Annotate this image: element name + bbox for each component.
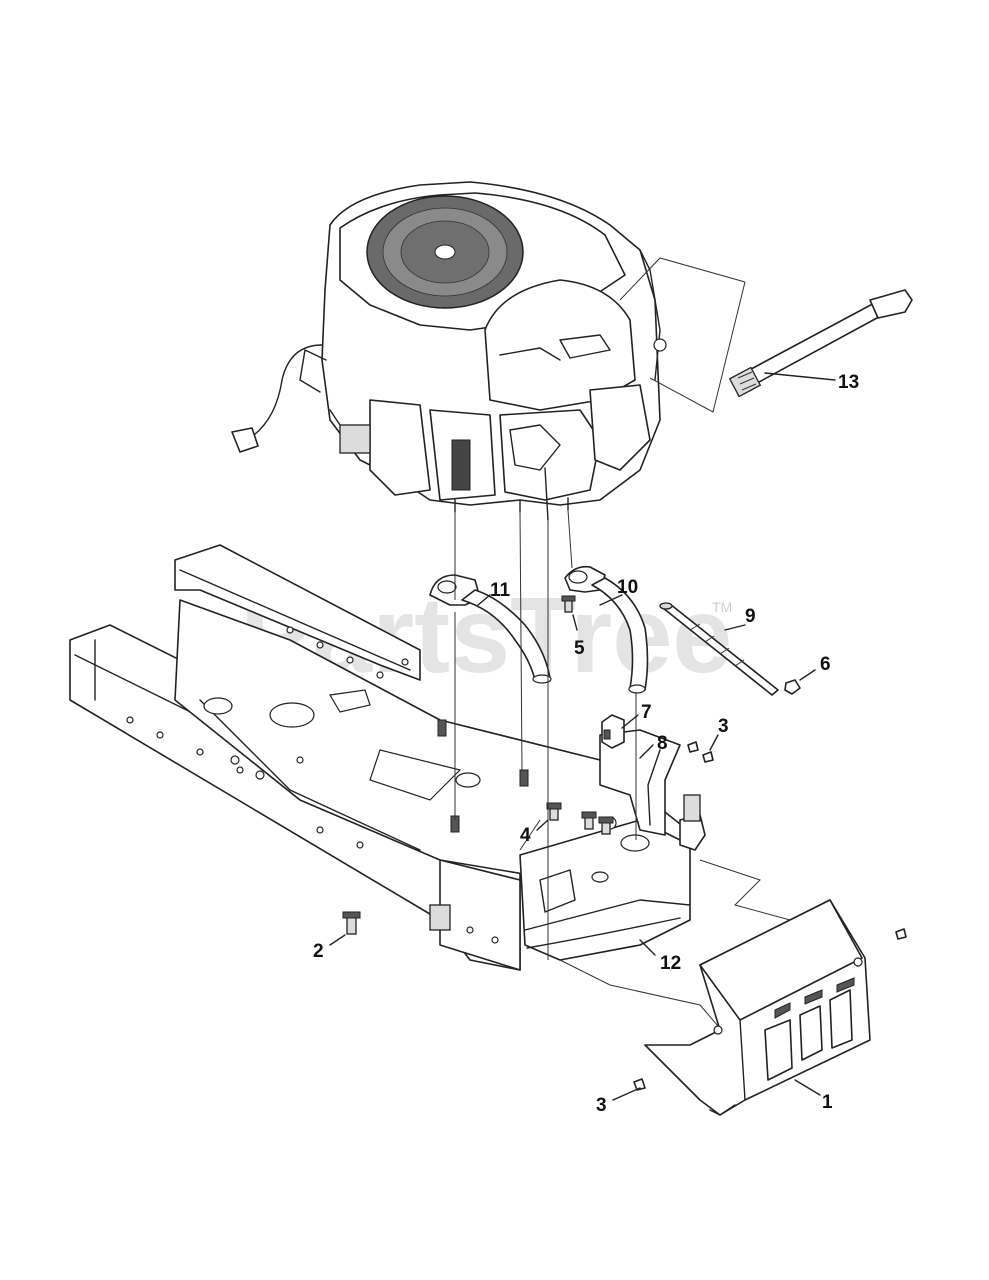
exhaust-pipe-right[interactable] [564, 565, 649, 694]
guide-line-dipstick [619, 257, 746, 413]
callout-7: 7 [641, 702, 652, 723]
tractor-frame[interactable] [69, 544, 701, 971]
muffler-rod[interactable] [659, 602, 779, 696]
callout-3-lower: 3 [596, 1095, 607, 1116]
hex-nut[interactable] [784, 679, 801, 695]
callout-13: 13 [838, 372, 859, 393]
screw-3-upper[interactable] [687, 741, 714, 763]
retaining-clip[interactable] [601, 714, 625, 749]
callout-2: 2 [313, 941, 324, 962]
callout-labels: 1 2 3 3 4 5 6 7 8 9 10 11 12 13 [313, 372, 859, 1116]
callout-9: 9 [745, 606, 756, 627]
callout-3-upper: 3 [718, 716, 729, 737]
dipstick-tube[interactable] [728, 289, 913, 398]
callout-10: 10 [617, 577, 638, 598]
front-shield[interactable] [644, 899, 871, 1116]
screw-3-lower[interactable] [633, 1078, 646, 1091]
mount-bracket-right[interactable] [679, 794, 706, 851]
heat-shield-bracket[interactable] [599, 729, 681, 836]
watermark-tm: TM [712, 599, 732, 615]
assembly-guide-lines [454, 509, 791, 1041]
screw-shield-top[interactable] [895, 928, 907, 940]
callout-5: 5 [574, 638, 585, 659]
frame-studs[interactable] [437, 719, 529, 833]
bolt-4[interactable] [546, 802, 614, 835]
callout-4: 4 [520, 825, 531, 846]
callout-leaders [329, 372, 836, 1101]
callout-6: 6 [820, 654, 831, 675]
callout-1: 1 [822, 1092, 833, 1113]
callout-11: 11 [490, 580, 511, 601]
callout-8: 8 [657, 733, 668, 754]
bolt-5[interactable] [561, 595, 576, 613]
bolt-2[interactable] [342, 911, 361, 935]
muffler[interactable] [519, 816, 691, 961]
callout-12: 12 [660, 953, 681, 974]
engine[interactable] [231, 181, 667, 521]
